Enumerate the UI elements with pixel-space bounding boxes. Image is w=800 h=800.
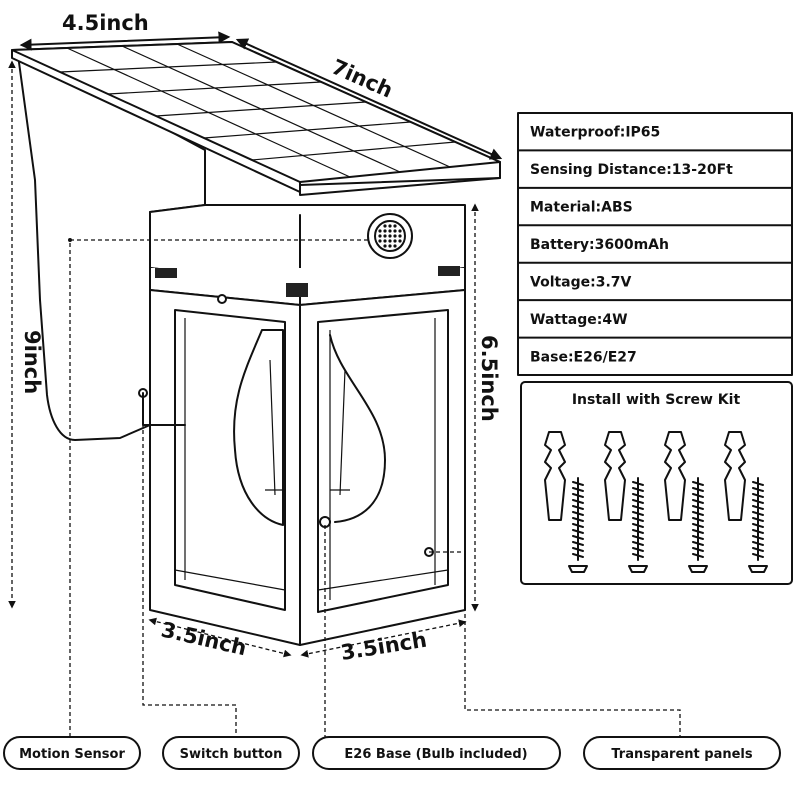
spec-row: Sensing Distance:13-20Ft <box>530 162 733 178</box>
dim-panel-width: 4.5inch <box>62 11 149 35</box>
dim-line-panel-width <box>19 31 231 51</box>
transparent-panel-left <box>174 309 286 611</box>
spec-row: Wattage:4W <box>530 312 628 328</box>
callout-e26-base: E26 Base (Bulb included) <box>312 736 561 770</box>
motion-sensor <box>367 213 413 259</box>
svg-text:Switch button: Switch button <box>180 747 283 762</box>
svg-text:Transparent panels: Transparent panels <box>611 747 753 762</box>
screw-icon <box>568 477 588 573</box>
callout-transparent-panels: Transparent panels <box>583 736 781 770</box>
switch-button-dot <box>217 294 227 304</box>
screw-icon <box>748 477 768 573</box>
transparent-panel-right <box>317 309 449 613</box>
callout-leaders <box>68 238 681 740</box>
dimension-lines <box>8 31 503 658</box>
solar-lamp-illustration <box>11 41 501 646</box>
spec-row: Base:E26/E27 <box>530 349 637 365</box>
wall-anchor-icon <box>724 431 746 521</box>
callout-motion-sensor: Motion Sensor <box>3 736 141 770</box>
lantern-frame <box>138 289 466 646</box>
dim-lantern-height: 6.5inch <box>477 335 501 422</box>
dim-line-lantern-depth <box>148 617 292 658</box>
screw-icon <box>628 477 648 573</box>
svg-text:Motion Sensor: Motion Sensor <box>19 747 125 762</box>
spec-row: Voltage:3.7V <box>530 274 632 290</box>
wall-anchor-icon <box>664 431 686 521</box>
callout-switch-button: Switch button <box>162 736 300 770</box>
spec-row: Material:ABS <box>530 200 633 216</box>
screw-icon <box>688 477 708 573</box>
svg-text:E26 Base (Bulb included): E26 Base (Bulb included) <box>344 747 527 762</box>
wall-anchor-icon <box>544 431 566 521</box>
wall-anchor-icon <box>604 431 626 521</box>
spec-row: Waterproof:IP65 <box>530 125 660 141</box>
install-kit-panel: Install with Screw Kit <box>520 381 793 585</box>
edison-bulb <box>233 329 386 528</box>
callouts: Motion Sensor Switch button E26 Base (Bu… <box>3 736 781 770</box>
lantern-housing <box>149 204 466 306</box>
spec-row: Battery:3600mAh <box>530 237 669 253</box>
screw-kit <box>544 431 768 573</box>
dim-total-height: 9inch <box>20 330 44 394</box>
dim-line-panel-length <box>235 38 503 160</box>
install-kit-title: Install with Screw Kit <box>572 392 741 408</box>
